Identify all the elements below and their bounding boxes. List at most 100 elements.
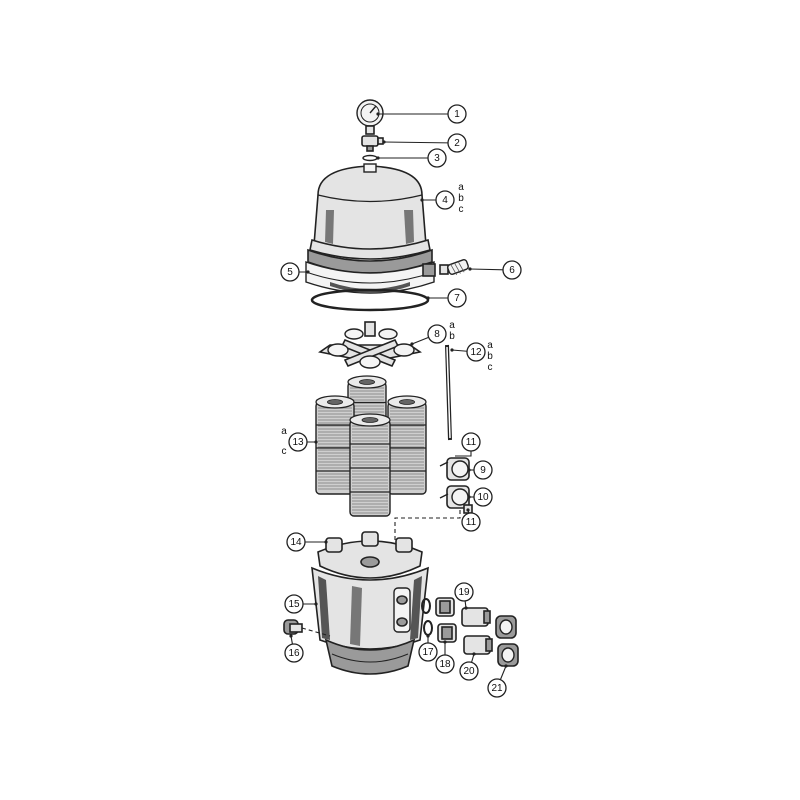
filter-cartridge — [387, 395, 427, 495]
variant-letter-part4: b — [458, 193, 464, 204]
callout-16: 16 — [284, 634, 304, 663]
callout-circle — [461, 512, 481, 532]
variant-letter-part13: a — [281, 426, 287, 437]
callout-circle — [280, 262, 300, 282]
callout-circle — [461, 432, 481, 452]
callout-number: 2 — [454, 138, 460, 149]
leader-dot — [314, 602, 318, 606]
filter-cartridges — [315, 375, 427, 517]
callout-circle — [447, 104, 467, 124]
callout-7: 7 — [426, 288, 467, 308]
callout-18: 18 — [435, 640, 455, 674]
variant-letter-part8: b — [449, 331, 455, 342]
callout-circle — [487, 678, 507, 698]
leader-dot — [376, 112, 380, 116]
callout-number: 19 — [458, 587, 470, 598]
callout-number: 4 — [442, 195, 448, 206]
callout-8: 8 — [410, 324, 447, 346]
callout-number: 9 — [480, 465, 486, 476]
leader-dot — [467, 495, 471, 499]
leader-dot — [289, 634, 293, 638]
callout-circle — [447, 133, 467, 153]
callout-19: 19 — [454, 582, 474, 610]
callout-17: 17 — [418, 634, 438, 662]
callout-number: 17 — [422, 647, 434, 658]
leader-dot — [504, 664, 508, 668]
callout-circle — [284, 643, 304, 663]
callout-number: 18 — [439, 659, 451, 670]
tail-piece-lower — [463, 635, 493, 655]
assembly-dashed-line — [394, 510, 461, 540]
callout-15: 15 — [284, 594, 318, 614]
leader-dot — [426, 296, 430, 300]
callout-number: 10 — [477, 492, 489, 503]
callout-number: 7 — [454, 293, 460, 304]
variant-letter-part13: c — [282, 446, 287, 457]
callout-5: 5 — [280, 262, 310, 282]
callout-circle — [502, 260, 522, 280]
callout-circle — [454, 582, 474, 602]
leader-dot — [472, 652, 476, 656]
clamp-bolt — [439, 259, 469, 276]
callout-number: 6 — [509, 265, 515, 276]
leader-dot — [410, 342, 414, 346]
callout-4: 4 — [420, 190, 455, 210]
leader-dot — [382, 140, 386, 144]
callout-circle — [284, 594, 304, 614]
callout-circle — [459, 661, 479, 681]
callout-circle — [288, 432, 308, 452]
callout-21: 21 — [487, 664, 508, 698]
leader-dot — [464, 606, 468, 610]
callout-circle — [473, 487, 493, 507]
fitting-upper — [439, 457, 470, 481]
tank-body — [311, 566, 429, 675]
callout-number: 11 — [466, 437, 477, 448]
filter-cartridge — [349, 413, 391, 517]
callout-number: 1 — [454, 109, 460, 120]
leader-dot — [376, 156, 380, 160]
callout-13: 13 — [288, 432, 318, 452]
callout-number: 11 — [466, 517, 477, 528]
union-collar-lower — [497, 643, 519, 667]
callout-number: 16 — [288, 648, 300, 659]
drain-dashed-line — [301, 627, 331, 637]
callout-12: 12 — [450, 342, 486, 362]
callout-number: 14 — [290, 537, 302, 548]
callout-number: 12 — [470, 347, 482, 358]
leader-dot — [324, 540, 328, 544]
leader-dot — [467, 468, 471, 472]
callout-number: 20 — [463, 666, 475, 677]
leader-line — [383, 141, 458, 144]
leader-line — [455, 451, 472, 457]
filter-cartridge — [315, 395, 355, 495]
callout-circle — [447, 288, 467, 308]
callout-number: 3 — [434, 153, 440, 164]
o-ring-outlet-upper — [421, 598, 431, 614]
leader-dot — [468, 267, 472, 271]
variant-letter-part4: c — [459, 204, 464, 215]
variant-letter-part4: a — [458, 182, 464, 193]
leader-dot — [426, 634, 430, 638]
tank-o-ring — [310, 288, 430, 312]
variant-letter-part12: a — [487, 340, 493, 351]
union-nut-upper — [435, 597, 455, 617]
o-ring-outlet-lower — [423, 620, 433, 636]
o-ring-small — [362, 154, 378, 162]
callout-number: 15 — [288, 599, 300, 610]
leader-dot — [466, 508, 470, 512]
callout-9: 9 — [467, 460, 493, 480]
callout-11: 11 — [455, 432, 481, 457]
cartridge-manifold — [318, 321, 422, 369]
callout-number: 13 — [292, 437, 304, 448]
callout-6: 6 — [468, 260, 522, 280]
drain-plug — [283, 619, 303, 635]
tank-lid — [307, 163, 433, 274]
callout-11: 11 — [461, 508, 481, 532]
pressure-gauge — [356, 99, 384, 135]
variant-letter-part8: a — [449, 320, 455, 331]
callout-number: 21 — [491, 683, 503, 694]
